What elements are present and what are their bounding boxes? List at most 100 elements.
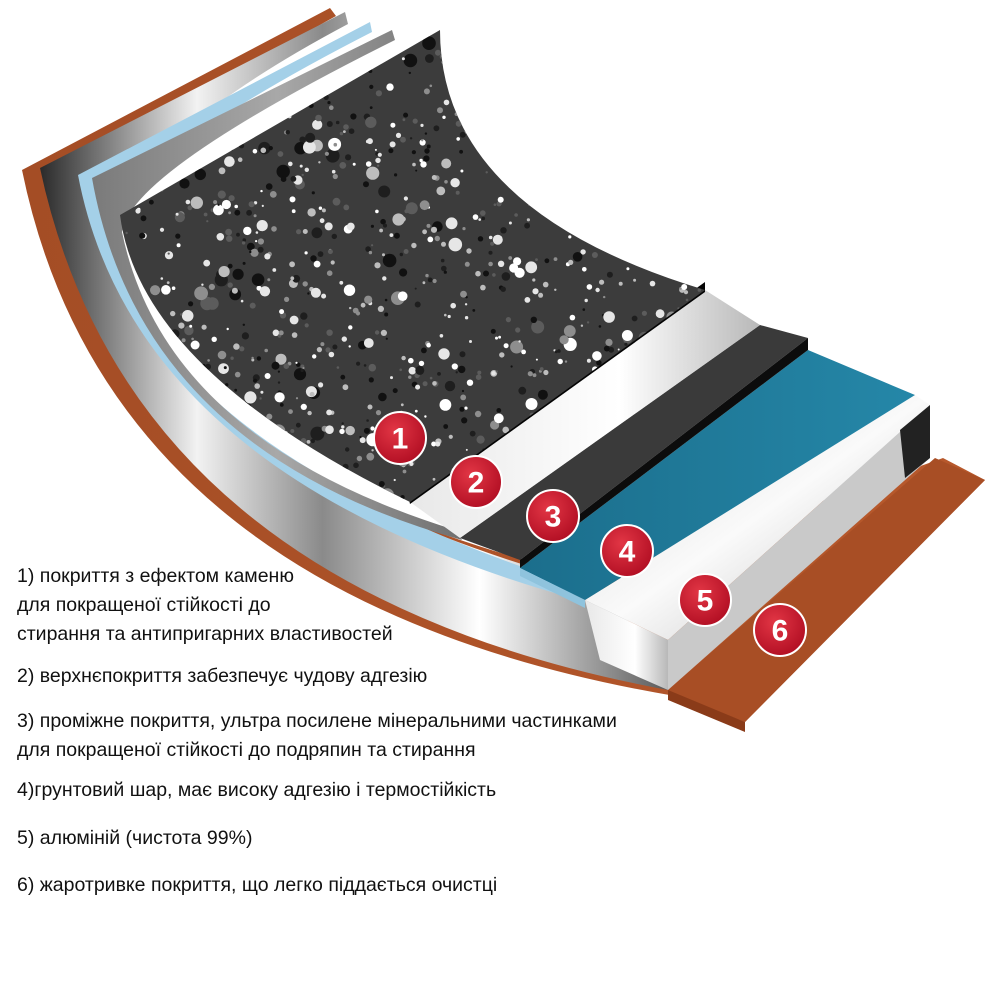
stone-speckle xyxy=(597,194,602,199)
stone-speckle xyxy=(424,148,430,154)
stone-speckle xyxy=(488,250,493,255)
stone-speckle xyxy=(602,93,610,101)
stone-speckle xyxy=(427,25,431,29)
stone-speckle xyxy=(473,37,484,48)
stone-speckle xyxy=(450,178,460,188)
stone-speckle xyxy=(126,440,137,451)
stone-speckle xyxy=(603,295,606,299)
stone-speckle xyxy=(317,251,324,257)
stone-speckle xyxy=(649,93,654,97)
stone-speckle xyxy=(366,452,375,461)
stone-speckle xyxy=(684,56,687,59)
stone-speckle xyxy=(433,125,440,132)
stone-speckle xyxy=(380,218,386,225)
stone-speckle xyxy=(400,403,404,407)
stone-speckle xyxy=(368,250,373,255)
stone-speckle xyxy=(321,208,326,213)
stone-speckle xyxy=(403,249,409,254)
stone-speckle xyxy=(547,136,554,143)
stone-speckle xyxy=(159,227,165,232)
stone-speckle xyxy=(576,39,591,54)
stone-speckle xyxy=(390,122,396,128)
stone-speckle xyxy=(124,473,130,479)
stone-speckle xyxy=(374,330,380,335)
stone-speckle xyxy=(311,191,315,195)
stone-speckle xyxy=(207,144,216,154)
stone-speckle xyxy=(250,409,256,416)
stone-speckle xyxy=(675,84,688,98)
stone-speckle xyxy=(315,114,322,122)
stone-speckle xyxy=(218,363,229,374)
stone-speckle xyxy=(425,273,429,278)
stone-speckle xyxy=(469,31,473,35)
stone-speckle xyxy=(97,65,109,77)
stone-speckle xyxy=(290,176,297,182)
stone-speckle xyxy=(234,371,241,378)
stone-speckle xyxy=(307,208,316,217)
stone-speckle xyxy=(335,120,340,125)
stone-speckle xyxy=(702,158,705,163)
stone-speckle xyxy=(363,427,370,434)
stone-speckle xyxy=(581,192,590,201)
stone-speckle xyxy=(242,323,245,326)
stone-speckle xyxy=(624,130,628,133)
stone-speckle xyxy=(166,281,170,284)
stone-speckle xyxy=(280,176,287,182)
stone-speckle xyxy=(498,164,502,168)
stone-speckle xyxy=(181,72,188,79)
stone-speckle xyxy=(378,392,387,402)
stone-speckle xyxy=(240,299,244,303)
stone-speckle xyxy=(359,435,362,439)
stone-speckle xyxy=(377,305,384,312)
stone-speckle xyxy=(310,287,321,298)
stone-speckle xyxy=(403,112,409,118)
stone-speckle xyxy=(282,431,289,437)
stone-speckle xyxy=(483,270,489,277)
stone-speckle xyxy=(243,226,252,236)
stone-speckle xyxy=(504,30,510,35)
stone-speckle xyxy=(455,120,462,127)
stone-speckle xyxy=(134,449,137,452)
stone-speckle xyxy=(234,204,238,209)
stone-speckle xyxy=(120,91,122,101)
stone-speckle xyxy=(677,141,686,150)
stone-speckle xyxy=(179,178,190,189)
stone-speckle xyxy=(190,27,192,29)
stone-speckle xyxy=(623,114,629,120)
stone-speckle xyxy=(421,347,427,354)
stone-speckle xyxy=(427,277,433,283)
stone-speckle xyxy=(369,106,373,109)
stone-speckle xyxy=(671,138,683,150)
stone-speckle xyxy=(539,367,544,371)
stone-speckle xyxy=(168,507,173,512)
stone-speckle xyxy=(497,196,504,203)
legend-line: 6) жаротривке покриття, що легко піддаєт… xyxy=(17,874,498,896)
stone-speckle xyxy=(139,232,146,239)
stone-speckle xyxy=(510,365,513,368)
stone-speckle xyxy=(480,284,486,291)
stone-speckle xyxy=(256,220,268,232)
stone-speckle xyxy=(365,116,377,128)
stone-speckle xyxy=(289,261,295,268)
stone-speckle xyxy=(308,103,314,109)
stone-speckle xyxy=(208,283,215,290)
stone-speckle xyxy=(441,158,452,169)
badge-label-6: 6 xyxy=(772,615,789,648)
stone-speckle xyxy=(253,201,258,205)
stone-speckle xyxy=(641,61,644,64)
stone-speckle xyxy=(386,83,394,91)
stone-speckle xyxy=(251,356,254,360)
stone-speckle xyxy=(647,153,651,157)
stone-speckle xyxy=(537,78,541,83)
stone-speckle xyxy=(435,441,441,447)
stone-speckle xyxy=(685,71,689,75)
stone-speckle xyxy=(422,281,426,285)
stone-speckle xyxy=(583,221,588,226)
stone-speckle xyxy=(511,58,518,65)
stone-speckle xyxy=(606,271,613,278)
stone-speckle xyxy=(293,368,307,381)
badge-label-5: 5 xyxy=(697,585,714,618)
stone-speckle xyxy=(576,76,588,88)
stone-speckle xyxy=(597,118,609,129)
layer-badge-5: 5 xyxy=(678,573,732,627)
